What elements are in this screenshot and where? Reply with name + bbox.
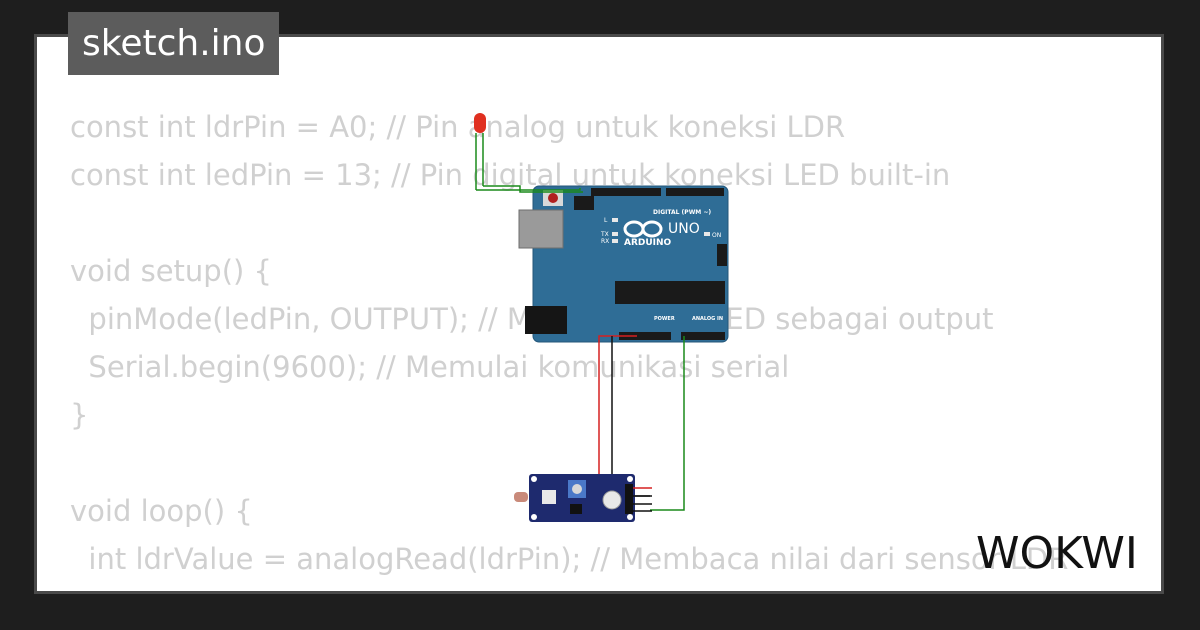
wire-green-a0[interactable] [650, 336, 685, 511]
wokwi-logo: WOKWI [976, 526, 1156, 580]
power-header [619, 332, 671, 340]
code-line: Serial.println(ldrValue); // Menampilkan… [70, 583, 1068, 591]
on-label: ON [712, 232, 721, 239]
digital-header-1 [591, 188, 661, 196]
microcontroller-chip [615, 281, 725, 304]
rx-label: RX [601, 238, 609, 245]
analog-header [681, 332, 725, 340]
analog-label: ANALOG IN [692, 316, 723, 322]
tx-label: TX [600, 231, 609, 238]
code-line: } [70, 398, 89, 432]
red-led[interactable] [474, 113, 486, 190]
digital-header-2 [666, 188, 724, 196]
usb-port [518, 209, 564, 249]
wire-red-5v[interactable] [598, 335, 637, 487]
file-name-tab[interactable]: sketch.ino [68, 12, 280, 75]
power-label: POWER [654, 316, 675, 322]
board-brand: ARDUINO [624, 238, 672, 248]
wire-led-pin13[interactable] [483, 185, 583, 193]
code-line: void setup() { [70, 254, 272, 288]
icsp-header [717, 244, 727, 266]
code-line: void loop() { [70, 494, 253, 528]
wire-black-gnd[interactable] [611, 336, 650, 497]
wire-led-gnd[interactable] [476, 188, 581, 191]
ldr-sensor-module[interactable] [514, 474, 652, 522]
code-line: int ldrValue = analogRead(ldrPin); // Me… [70, 542, 1069, 576]
ldr-icon [514, 492, 528, 502]
board-model: UNO [668, 221, 700, 237]
power-led-icon [704, 232, 710, 236]
arduino-logo [623, 220, 663, 238]
code-preview: const int ldrPin = A0; // Pin analog unt… [70, 103, 1069, 591]
wokwi-logo-text: WOKWI [976, 528, 1138, 576]
power-jack [525, 306, 567, 334]
digital-label: DIGITAL (PWM ~) [653, 209, 711, 216]
l-label: L [604, 217, 608, 224]
code-line: Serial.begin(9600); // Memulai komunikas… [70, 350, 790, 384]
arduino-uno-board[interactable]: ARDUINO UNO DIGITAL (PWM ~) POWER ANALOG… [518, 185, 729, 343]
code-line: const int ledPin = 13; // Pin digital un… [70, 158, 951, 192]
